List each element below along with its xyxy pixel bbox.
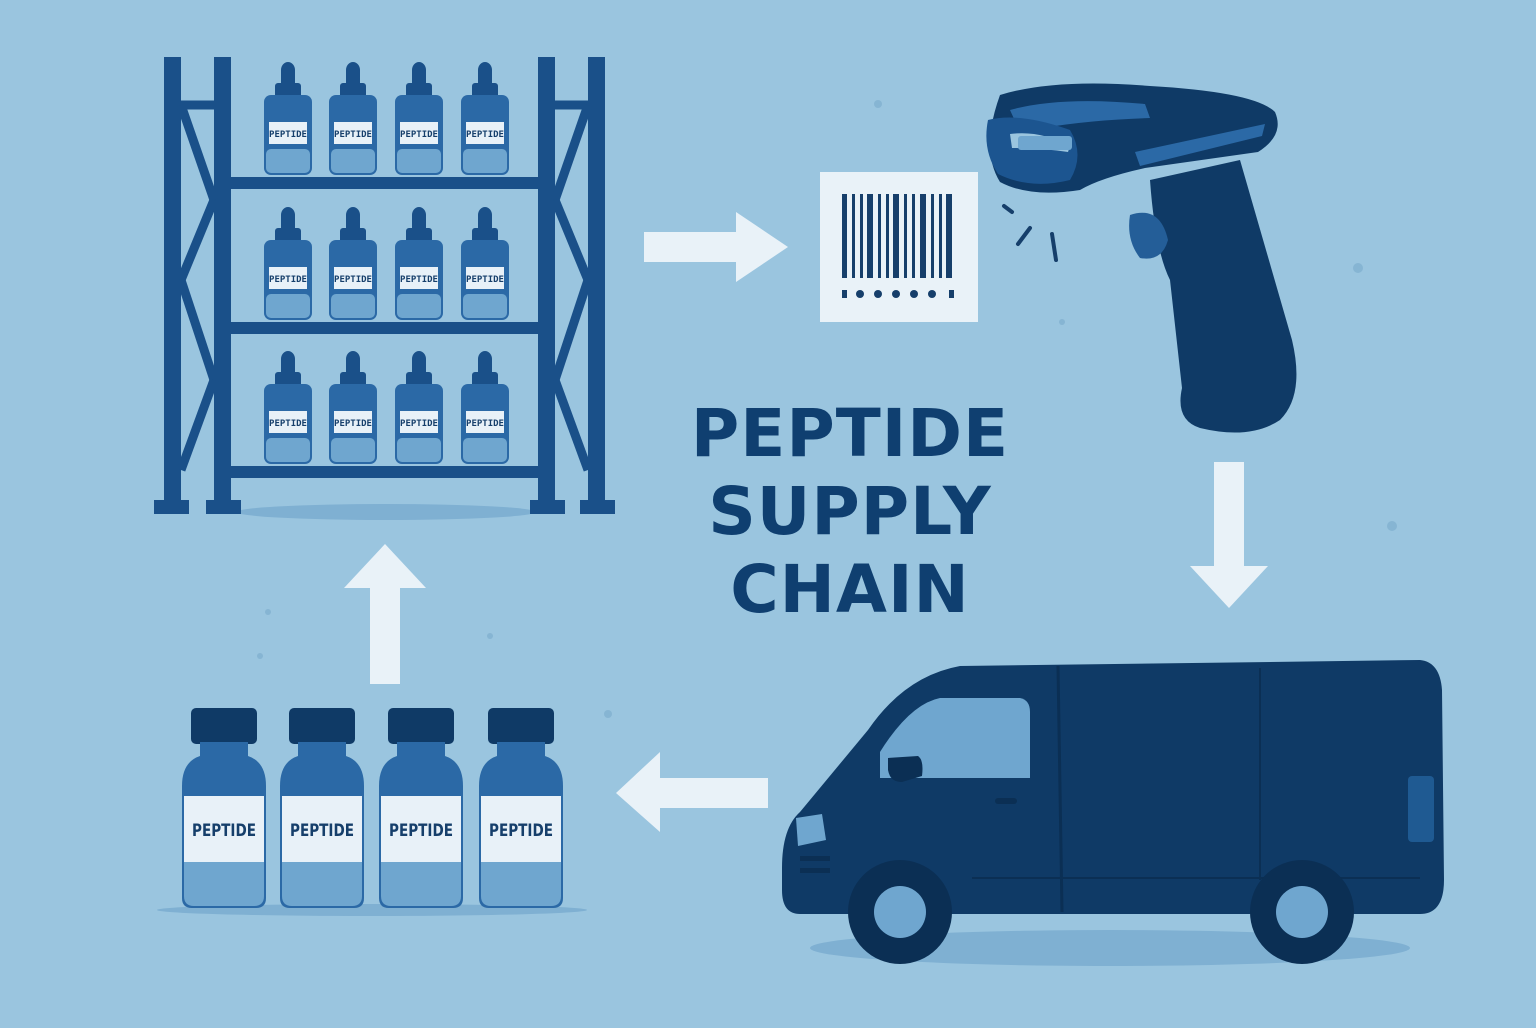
- peptide-bottle: PEPTIDE: [379, 708, 463, 908]
- dropper-vial: PEPTIDE: [395, 62, 443, 175]
- background-dots: [257, 100, 1397, 718]
- dropper-vial: PEPTIDE: [461, 62, 509, 175]
- title-line-1: PEPTIDE: [690, 395, 1010, 472]
- barcode-icon: [820, 172, 978, 322]
- peptide-bottle: PEPTIDE: [479, 708, 563, 908]
- barcode-scanner-icon: [986, 83, 1297, 433]
- peptide-bottle: PEPTIDE: [280, 708, 364, 908]
- arrow-up-icon: [344, 544, 426, 684]
- vial-label: PEPTIDE: [400, 130, 438, 140]
- dropper-vial: PEPTIDE: [461, 351, 509, 464]
- arrow-down-icon: [1190, 462, 1268, 608]
- title-line-3: CHAIN: [730, 551, 970, 628]
- dropper-vial: PEPTIDE: [329, 62, 377, 175]
- storage-rack-icon: PEPTIDE PEPTIDE PEPTIDE PEPTIDE PEPTIDE PEPTI…: [154, 57, 615, 520]
- vial-label: PEPTIDE: [466, 130, 504, 140]
- arrow-right-icon: [644, 212, 788, 282]
- peptide-bottle: PEPTIDE: [182, 708, 266, 908]
- bottle-label: PEPTIDE: [389, 821, 453, 841]
- vial-label: PEPTIDE: [466, 419, 504, 429]
- vial-label: PEPTIDE: [400, 419, 438, 429]
- dropper-vial: PEPTIDE: [329, 207, 377, 320]
- vial-label: PEPTIDE: [269, 275, 307, 285]
- dropper-vial: PEPTIDE: [461, 207, 509, 320]
- title-line-2: SUPPLY: [708, 473, 992, 550]
- vial-label: PEPTIDE: [466, 275, 504, 285]
- dropper-vial: PEPTIDE: [395, 351, 443, 464]
- vial-label: PEPTIDE: [269, 419, 307, 429]
- peptide-bottles-icon: PEPTIDE PEPTIDE PEPTIDE PEPTIDE: [157, 708, 587, 916]
- vial-label: PEPTIDE: [334, 419, 372, 429]
- dropper-vial: PEPTIDE: [395, 207, 443, 320]
- arrow-left-icon: [616, 752, 768, 832]
- delivery-van-icon: [782, 660, 1444, 966]
- dropper-vial: PEPTIDE: [264, 351, 312, 464]
- vial-label: PEPTIDE: [269, 130, 307, 140]
- dropper-vial: PEPTIDE: [329, 351, 377, 464]
- dropper-vial: PEPTIDE: [264, 62, 312, 175]
- rack-vials: PEPTIDE PEPTIDE PEPTIDE PEPTIDE PEPTIDE PEPTI…: [264, 62, 509, 464]
- bottle-label: PEPTIDE: [489, 821, 553, 841]
- dropper-vial: PEPTIDE: [264, 207, 312, 320]
- vial-label: PEPTIDE: [334, 275, 372, 285]
- vial-label: PEPTIDE: [400, 275, 438, 285]
- diagram-title: PEPTIDE SUPPLY CHAIN: [640, 395, 1060, 629]
- vial-label: PEPTIDE: [334, 130, 372, 140]
- bottle-label: PEPTIDE: [192, 821, 256, 841]
- bottle-label: PEPTIDE: [290, 821, 354, 841]
